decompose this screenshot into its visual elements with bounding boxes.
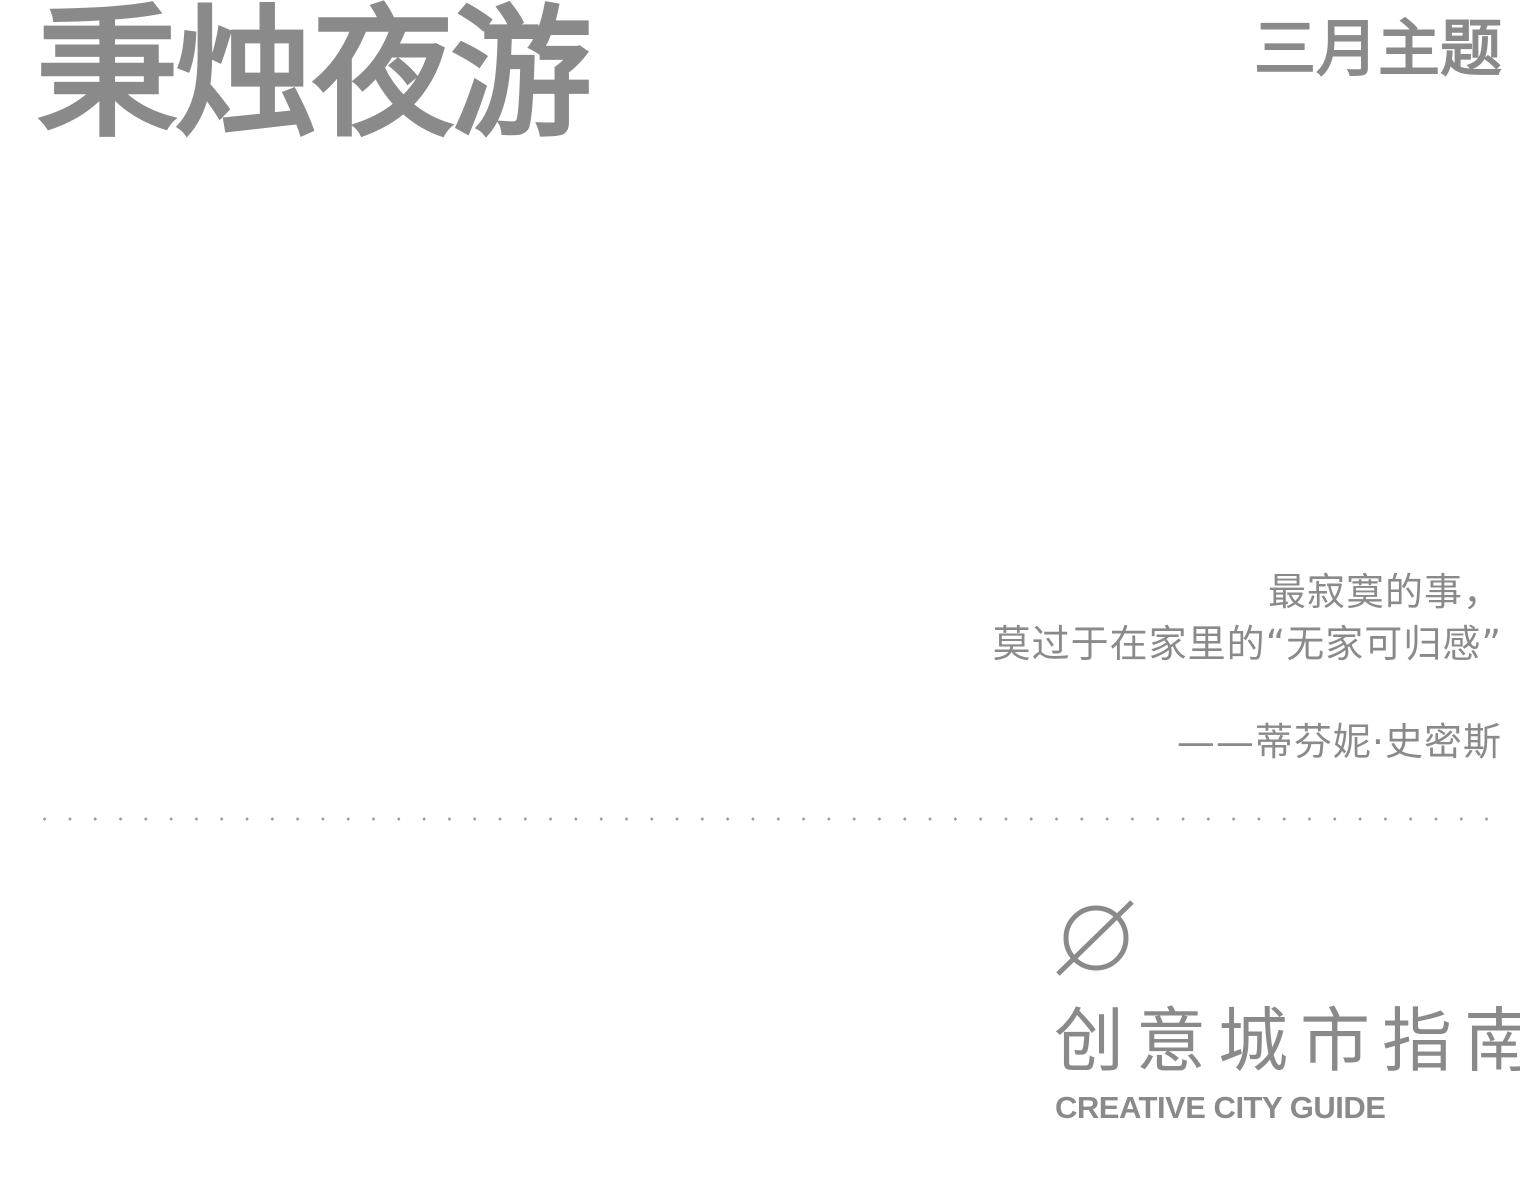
quote-line-1: 最寂寞的事， — [1267, 570, 1502, 614]
brand-name-chinese: 创意城市指南 — [1054, 1000, 1520, 1082]
dotted-divider — [32, 817, 1498, 821]
page-title: 秉烛夜游 — [36, 0, 592, 157]
quote: 最寂寞的事， 莫过于在家里的“无家可归感” — [993, 566, 1502, 670]
theme-label: 三月主题 — [1253, 12, 1502, 85]
brand-name-english: CREATIVE CITY GUIDE — [1055, 1090, 1386, 1125]
quote-line-2: 莫过于在家里的“无家可归感” — [992, 622, 1502, 666]
quote-author: ——蒂芬妮·史密斯 — [1176, 720, 1502, 764]
empty-set-icon — [1056, 900, 1134, 976]
